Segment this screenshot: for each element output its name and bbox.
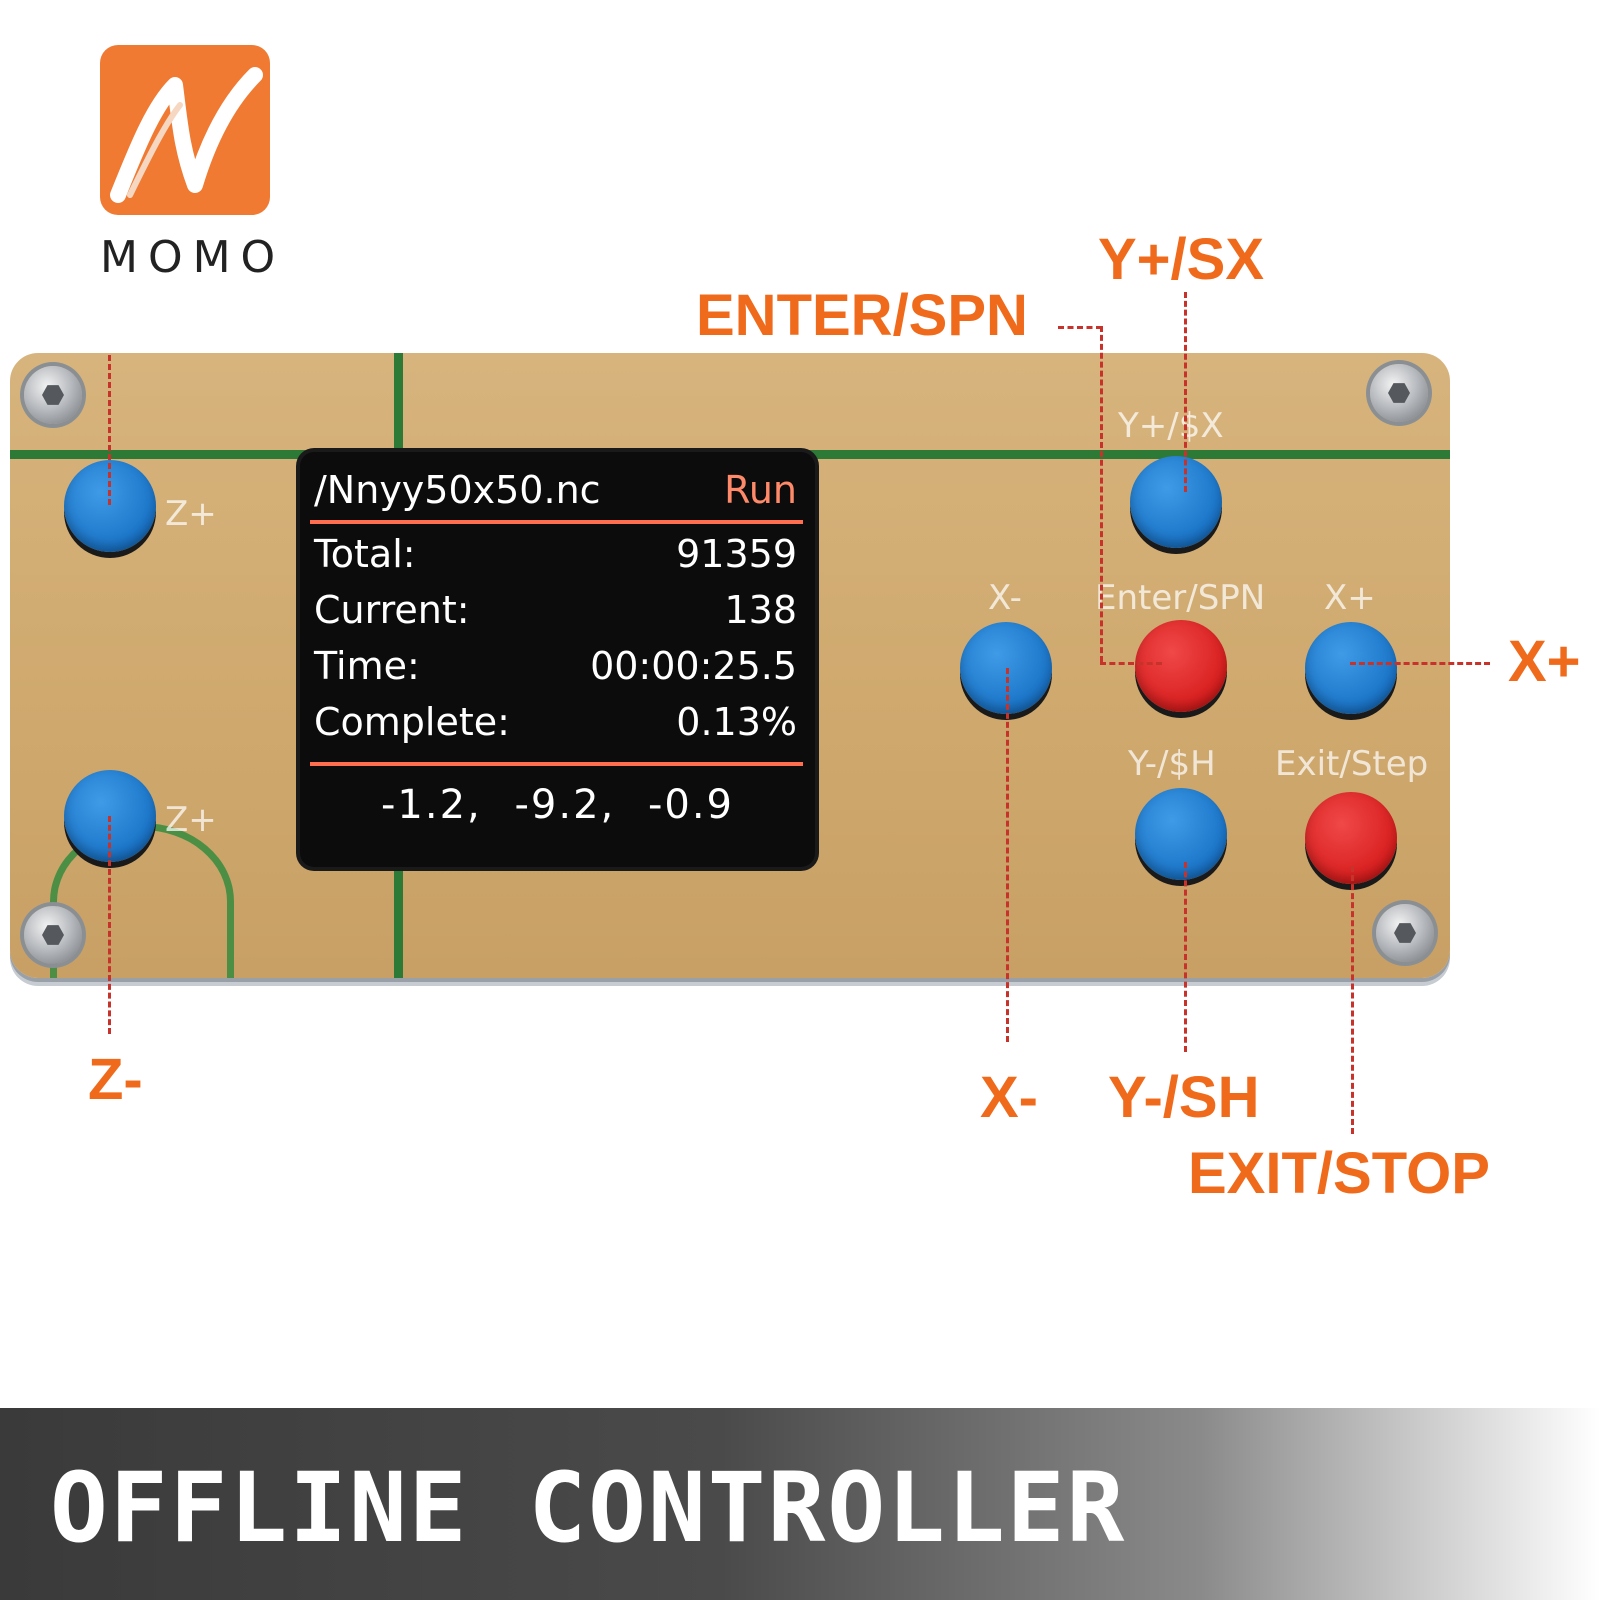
callout-y-plus: Y+/SX [1098, 227, 1265, 292]
lcd-row-label: Time: [314, 644, 420, 688]
callout-y-minus: Y-/SH [1108, 1065, 1260, 1130]
leader-enter-horizontal-top [1058, 326, 1102, 329]
lcd-screen: /Nnyy50x50.nc Run Total: 91359 Current: … [300, 452, 815, 867]
lcd-row: Current: 138 [314, 588, 797, 632]
bottom-banner [0, 1408, 1600, 1600]
brand-name: MOMO [100, 232, 286, 283]
lcd-row-value: 138 [724, 588, 797, 632]
lcd-separator-bottom [310, 762, 803, 766]
silk-label-enter: Enter/SPN [1095, 578, 1266, 618]
leader-y-plus [1184, 292, 1187, 492]
silk-label-z-plus: Z+ [165, 494, 217, 534]
lcd-row-label: Total: [314, 532, 416, 576]
leader-exit [1351, 866, 1354, 1134]
leader-enter-vertical [1100, 326, 1103, 662]
lcd-row: Time: 00:00:25.5 [314, 644, 797, 688]
silk-label-y-plus: Y+/$X [1118, 406, 1224, 446]
screw-top-right [1370, 364, 1428, 422]
silk-label-x-plus: X+ [1324, 578, 1376, 618]
callout-x-minus: X- [980, 1065, 1038, 1130]
enter-button[interactable] [1135, 620, 1227, 712]
lcd-coordinates: -1.2, -9.2, -0.9 [381, 782, 734, 828]
lcd-header: /Nnyy50x50.nc Run [314, 468, 797, 512]
board-trace-vertical-top [394, 353, 403, 453]
brand-logo [100, 45, 270, 215]
lcd-filename: /Nnyy50x50.nc [314, 468, 601, 512]
brand-logo-mark-icon [110, 67, 263, 203]
screw-bottom-left [24, 906, 82, 964]
banner-title: OFFLINE CONTROLLER [50, 1452, 1127, 1564]
silk-label-z-minus: Z+ [165, 800, 217, 840]
x-plus-button[interactable] [1305, 622, 1397, 714]
lcd-row: Total: 91359 [314, 532, 797, 576]
lcd-row-label: Current: [314, 588, 470, 632]
lcd-separator-top [310, 520, 803, 524]
callout-exit: EXIT/STOP [1188, 1141, 1490, 1206]
leader-x-minus [1006, 668, 1009, 1042]
callout-x-plus: X+ [1508, 629, 1581, 694]
y-minus-button[interactable] [1135, 788, 1227, 880]
lcd-row-value: 0.13% [676, 700, 797, 744]
board-trace-vertical-bottom [394, 868, 403, 978]
lcd-status: Run [724, 468, 797, 512]
screw-top-left [24, 366, 82, 424]
y-plus-button[interactable] [1130, 456, 1222, 548]
leader-z-plus [108, 355, 111, 505]
lcd-row-value: 91359 [676, 532, 797, 576]
leader-y-minus [1184, 862, 1187, 1052]
callout-enter: ENTER/SPN [696, 283, 1028, 348]
silk-label-y-minus: Y-/$H [1128, 744, 1216, 784]
silk-label-x-minus: X- [988, 578, 1022, 618]
screw-bottom-right [1376, 904, 1434, 962]
leader-enter-horizontal-bottom [1100, 662, 1162, 665]
lcd-row-value: 00:00:25.5 [590, 644, 797, 688]
silk-label-exit: Exit/Step [1275, 744, 1429, 784]
leader-x-plus [1350, 662, 1490, 665]
leader-z-minus [108, 816, 111, 1034]
lcd-row-label: Complete: [314, 700, 510, 744]
callout-z-minus: Z- [88, 1047, 143, 1112]
lcd-row: Complete: 0.13% [314, 700, 797, 744]
